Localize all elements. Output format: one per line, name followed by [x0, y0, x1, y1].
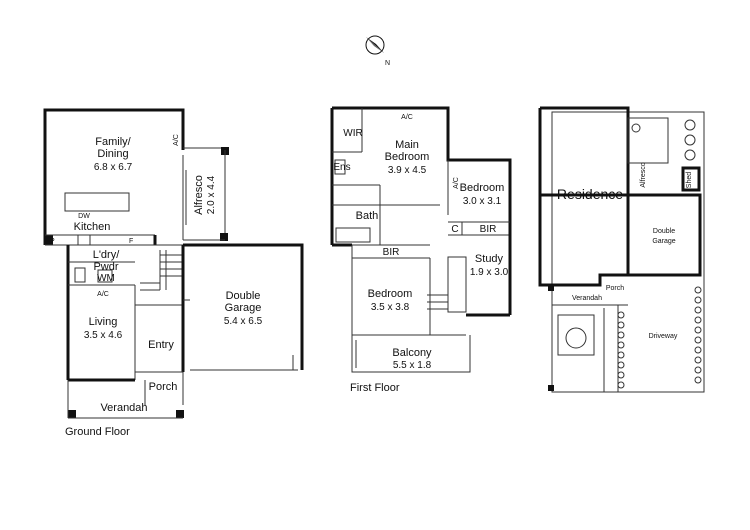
- site-garage-label-line1: Double: [653, 228, 675, 235]
- garage-label-line1: Double: [226, 290, 261, 302]
- fridge-label: F: [129, 238, 133, 245]
- main-bedroom-ac-label: A/C: [401, 114, 413, 121]
- balcony-dims: 5.5 x 1.8: [393, 360, 432, 371]
- alfresco-dims: 2.0 x 4.4: [206, 175, 217, 214]
- ensuite-label: Ens: [333, 162, 350, 173]
- main-bedroom-label-line1: Main: [395, 139, 419, 151]
- main-bedroom-label-line2: Bedroom: [385, 151, 430, 163]
- driveway-label: Driveway: [649, 333, 678, 340]
- family-dining-label-line2: Dining: [97, 148, 128, 160]
- living-label: Living: [89, 316, 118, 328]
- ground-floor-title: Ground Floor: [65, 426, 130, 438]
- study-dims: 1.9 x 3.0: [470, 267, 509, 278]
- garage-dims: 5.4 x 6.5: [224, 316, 263, 327]
- residence-label: Residence: [557, 186, 623, 202]
- wir-label: WIR: [343, 128, 362, 139]
- ground-floor-plan: [43, 108, 304, 419]
- laundry-label-line1: L'dry/: [93, 249, 120, 261]
- porch-label: Porch: [149, 381, 178, 393]
- bedroom2-label: Bedroom: [460, 182, 505, 194]
- study-label: Study: [475, 253, 504, 265]
- entry-label: Entry: [148, 339, 174, 351]
- bedroom2-dims: 3.0 x 3.1: [463, 196, 502, 207]
- alfresco-label: Alfresco: [193, 175, 205, 215]
- site-plan: [538, 106, 705, 393]
- first-floor-plan: [330, 106, 512, 373]
- compass-icon: [365, 35, 385, 55]
- site-porch-label: Porch: [606, 285, 624, 292]
- bedroom3-dims: 3.5 x 3.8: [371, 302, 410, 313]
- site-verandah-label: Verandah: [572, 295, 602, 302]
- laundry-label-line2: Pwdr: [93, 261, 118, 273]
- family-ac-label: A/C: [173, 134, 180, 146]
- bedroom2-ac-label: A/C: [453, 177, 460, 189]
- bath-label: Bath: [356, 210, 379, 222]
- washing-machine-label: WM: [97, 273, 115, 284]
- cupboard-label: C: [451, 224, 458, 235]
- family-dining-dims: 6.8 x 6.7: [94, 162, 133, 173]
- shed-label: Shed: [686, 172, 693, 188]
- kitchen-label: Kitchen: [74, 221, 111, 233]
- family-dining-label-line1: Family/: [95, 136, 131, 148]
- bedroom3-bir-label: BIR: [383, 247, 400, 258]
- main-bedroom-dims: 3.9 x 4.5: [388, 165, 427, 176]
- garage-label-line2: Garage: [225, 302, 262, 314]
- site-alfresco-label: Alfresco: [640, 162, 647, 187]
- living-dims: 3.5 x 4.6: [84, 330, 123, 341]
- study-bir-label: BIR: [480, 224, 497, 235]
- compass-north-label: N: [385, 60, 390, 67]
- first-floor-title: First Floor: [350, 382, 400, 394]
- site-garage-label-line2: Garage: [652, 238, 675, 245]
- verandah-label: Verandah: [100, 402, 147, 414]
- pantry-label: P: [50, 238, 55, 245]
- living-ac-label: A/C: [97, 291, 109, 298]
- dishwasher-label: DW: [78, 213, 90, 220]
- balcony-label: Balcony: [392, 347, 432, 359]
- bedroom3-label: Bedroom: [368, 288, 413, 300]
